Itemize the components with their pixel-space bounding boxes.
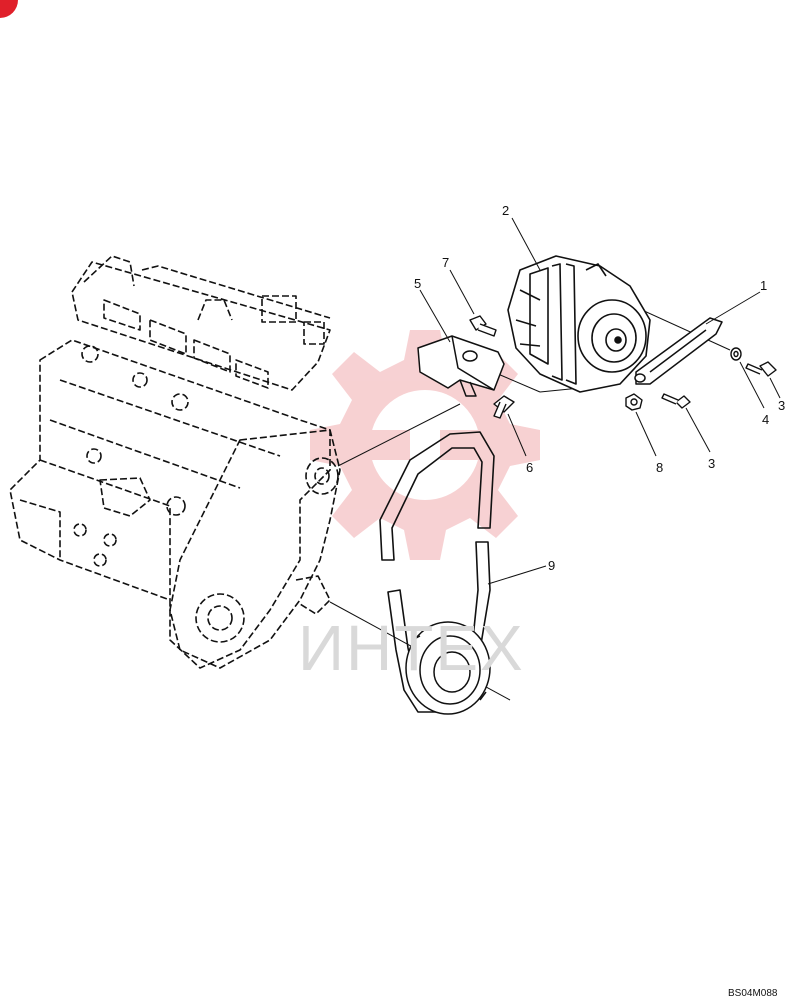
corner-badge-icon (0, 0, 18, 18)
callout-6: 6 (526, 460, 533, 475)
figure-id: BS04M088 (728, 988, 778, 999)
callout-3-lower: 3 (708, 456, 715, 471)
mounting-bracket (417, 335, 505, 397)
callout-8: 8 (656, 460, 663, 475)
watermark-text: ИНТЕХ (298, 612, 525, 684)
alternator (507, 255, 651, 393)
leader-lines (419, 217, 781, 585)
callout-2: 2 (502, 203, 509, 218)
adjusting-strap (634, 317, 723, 385)
callout-7: 7 (442, 255, 449, 270)
crank-pulley (405, 621, 491, 715)
callout-1: 1 (760, 278, 767, 293)
callout-9: 9 (548, 558, 555, 573)
callout-3-right: 3 (778, 398, 785, 413)
callout-5: 5 (414, 276, 421, 291)
callout-4: 4 (762, 412, 769, 427)
engine-block (9, 255, 341, 669)
fasteners (469, 315, 777, 419)
